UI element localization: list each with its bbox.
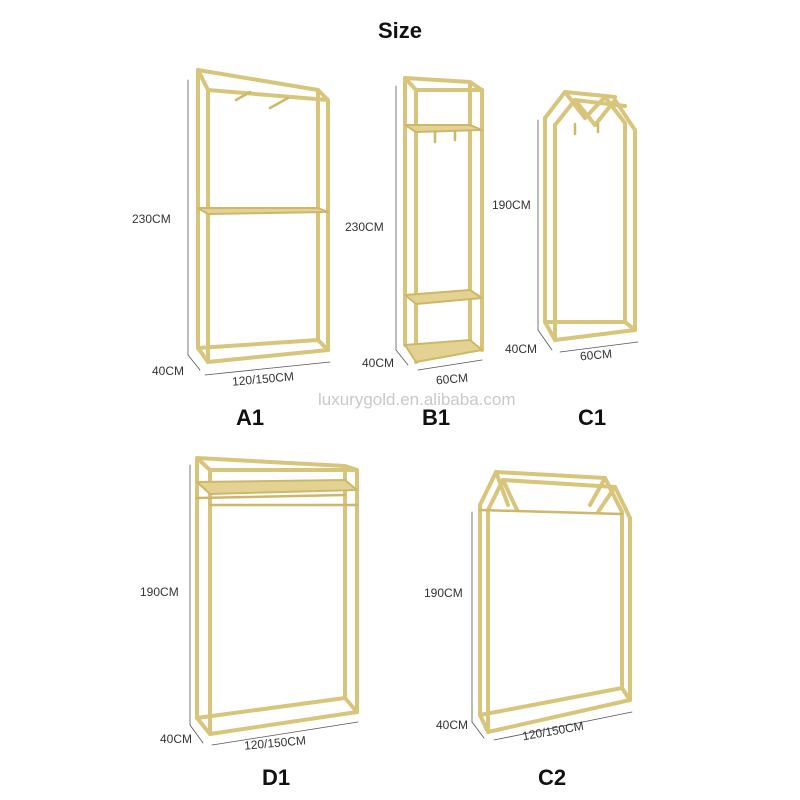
rack-d1-height: 190CM — [140, 585, 179, 599]
rack-a1-drawing — [187, 68, 331, 376]
rack-c1-label: C1 — [578, 405, 607, 430]
rack-c1-width: 60CM — [579, 346, 613, 364]
watermark: luxurygold.en.alibaba.com — [318, 390, 516, 409]
rack-c2-height: 190CM — [424, 586, 463, 600]
rack-c2-depth: 40CM — [436, 718, 469, 732]
rack-b1-height: 230CM — [345, 220, 384, 234]
rack-b1-depth: 40CM — [362, 356, 395, 370]
rack-b1-drawing — [395, 76, 484, 371]
rack-d1-drawing — [189, 456, 359, 746]
rack-c1-depth: 40CM — [505, 342, 538, 356]
rack-c2-label: C2 — [538, 765, 567, 790]
rack-c1-drawing — [537, 90, 639, 353]
page-title: Size — [377, 18, 423, 43]
rack-d1-depth: 40CM — [160, 732, 193, 746]
rack-d1-label: D1 — [262, 765, 291, 790]
rack-a1-height: 230CM — [132, 212, 171, 226]
rack-a1-label: A1 — [236, 405, 265, 430]
rack-b1-width: 60CM — [435, 370, 469, 388]
rack-c2-drawing — [471, 470, 633, 741]
rack-a1-depth: 40CM — [152, 364, 185, 378]
rack-c1-height: 190CM — [492, 198, 531, 212]
rack-b1-label: B1 — [422, 405, 451, 430]
